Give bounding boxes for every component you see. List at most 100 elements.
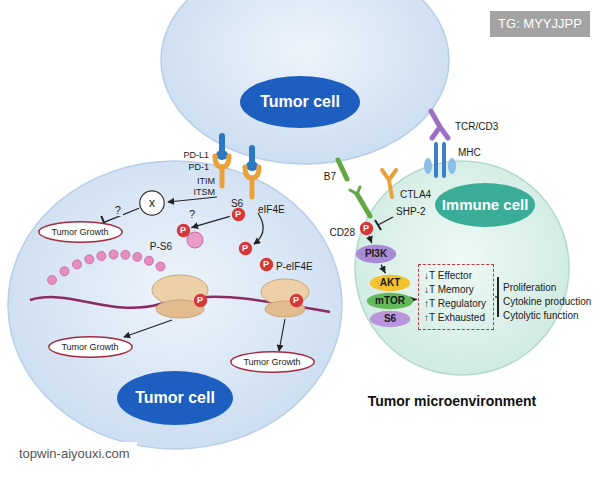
peptide-chain	[145, 256, 154, 265]
function-label: Cytokine production	[503, 295, 591, 308]
state-line: ↓T Effector	[424, 269, 488, 283]
phosphate-label: P	[259, 257, 274, 272]
label-anchor: Cytolytic function	[503, 305, 579, 323]
peptide-chain	[97, 252, 106, 261]
peptide-chain	[156, 262, 165, 271]
cell-name: Tumor cell	[240, 91, 360, 113]
pd-l1-receptor	[216, 136, 258, 171]
signal-arrow	[168, 197, 217, 202]
node-shape	[370, 311, 410, 327]
label-anchor: PD-L1	[183, 144, 209, 162]
ctla4-receptor	[389, 180, 392, 197]
label-anchor: CD28	[329, 222, 355, 240]
label-anchor: Proliferation	[503, 277, 556, 295]
immune-cell: PPI3KAKTmTORS6↓T Effector↓T Memory↑T Reg…	[354, 160, 570, 376]
outcome-text: Tumor Growth	[48, 336, 133, 358]
label-anchor: Tumor microenvironment	[368, 392, 537, 410]
cell-name: Immune cell	[435, 194, 535, 216]
receptor-label: MHC	[458, 146, 481, 159]
b7-cd28-receptor	[338, 160, 370, 216]
cell-membrane	[161, 0, 449, 164]
label-anchor: TG: MYYJJPP	[490, 11, 590, 37]
t-cell-state-box: ↓T Effector↓T Memory↑T Regulatory↑T Exha…	[418, 264, 494, 330]
mhc-receptor	[432, 127, 448, 138]
edge-label: ?	[113, 204, 123, 216]
node-shape	[230, 352, 313, 372]
protein-label: P-eIF4E	[276, 260, 313, 273]
pd-l1-receptor	[246, 161, 258, 171]
node-shape	[370, 275, 410, 291]
ctla4-receptor	[382, 170, 396, 197]
watermark: TG: MYYJJPP	[490, 11, 590, 37]
protein-label: eIF4E	[258, 203, 285, 216]
growth-arrow	[124, 319, 285, 351]
outcome-oval: Tumor Growth	[48, 336, 133, 358]
inhibition-bar	[497, 277, 499, 317]
node-shape	[289, 293, 302, 306]
receptor-label: CTLA4	[400, 188, 431, 201]
cell-name: Tumor cell	[117, 387, 233, 409]
kinase-ellipse: PI3K	[355, 244, 397, 264]
phosphate-circle: P	[193, 293, 208, 308]
node-shape	[359, 221, 372, 234]
label-anchor: topwin-aiyouxi.com	[12, 442, 137, 466]
connector-part	[104, 208, 417, 299]
phosphate-circle: P	[289, 293, 304, 308]
receptor-label: TCR/CD3	[455, 120, 498, 133]
signal-connector	[415, 299, 417, 300]
ctla4-receptor	[382, 170, 396, 180]
node-shape	[238, 241, 251, 254]
node-shape	[140, 191, 164, 215]
tcr-cd3-receptor	[448, 158, 456, 174]
tcr-cd3-receptor	[442, 144, 446, 176]
tumor-cell: xPPTumor GrowthPTumor GrowthPPPTumor Gro…	[7, 160, 343, 450]
node-shape	[176, 223, 189, 236]
phosphate-label: P	[238, 241, 253, 256]
pd-l1-receptor	[219, 136, 225, 151]
unknown-mark: ?	[189, 207, 195, 221]
receptor-label: B7	[324, 170, 336, 183]
signal-connector	[381, 265, 385, 274]
node-shape	[231, 207, 244, 220]
peptide-chain	[133, 252, 142, 261]
peptide-chain	[48, 276, 57, 285]
node-shape	[259, 257, 272, 270]
phosphate-label: P	[289, 293, 304, 308]
pd-1-receptor	[250, 178, 255, 197]
mhc-receptor	[431, 111, 448, 138]
factor-name: x	[139, 190, 165, 216]
label-anchor: P-S6	[150, 236, 172, 254]
tcr-cd3-receptor	[424, 158, 432, 174]
signal-arrow	[254, 213, 263, 244]
peptide-chain	[85, 255, 94, 264]
kinase-name: PI3K	[355, 244, 397, 264]
label-anchor: B7	[324, 166, 336, 184]
phosphate-circle: P	[238, 241, 253, 256]
state-line: ↑T Exhausted	[424, 311, 488, 325]
protein-label: SHP-2	[396, 205, 425, 218]
node-shape	[38, 222, 121, 242]
peptide-chain	[109, 250, 118, 259]
protein-label: S6	[231, 197, 243, 210]
label-anchor: CTLA4	[400, 184, 431, 202]
b7-cd28-receptor	[350, 187, 360, 194]
kinase-ellipse: S6	[369, 310, 411, 328]
kinase-name: AKT	[369, 274, 411, 292]
label-anchor: S6	[231, 193, 243, 211]
unknown-factor-circle: x	[139, 190, 165, 216]
ribosome	[152, 275, 309, 318]
label-anchor: MHC	[458, 142, 481, 160]
signal-arrow	[168, 197, 263, 244]
kinase-name: S6	[369, 310, 411, 328]
peptide-chain	[73, 260, 82, 269]
signal-connector	[191, 216, 230, 227]
label-anchor: ?	[189, 204, 195, 222]
label-anchor: Cytokine production	[503, 291, 591, 309]
kinase-name: mTOR	[366, 292, 414, 310]
pd-1-receptor	[220, 167, 225, 186]
cell-outline	[354, 160, 570, 376]
pd-1-receptor	[215, 156, 259, 197]
region-title: Tumor microenvironment	[368, 393, 537, 410]
outcome-oval: Tumor Growth	[38, 221, 123, 243]
